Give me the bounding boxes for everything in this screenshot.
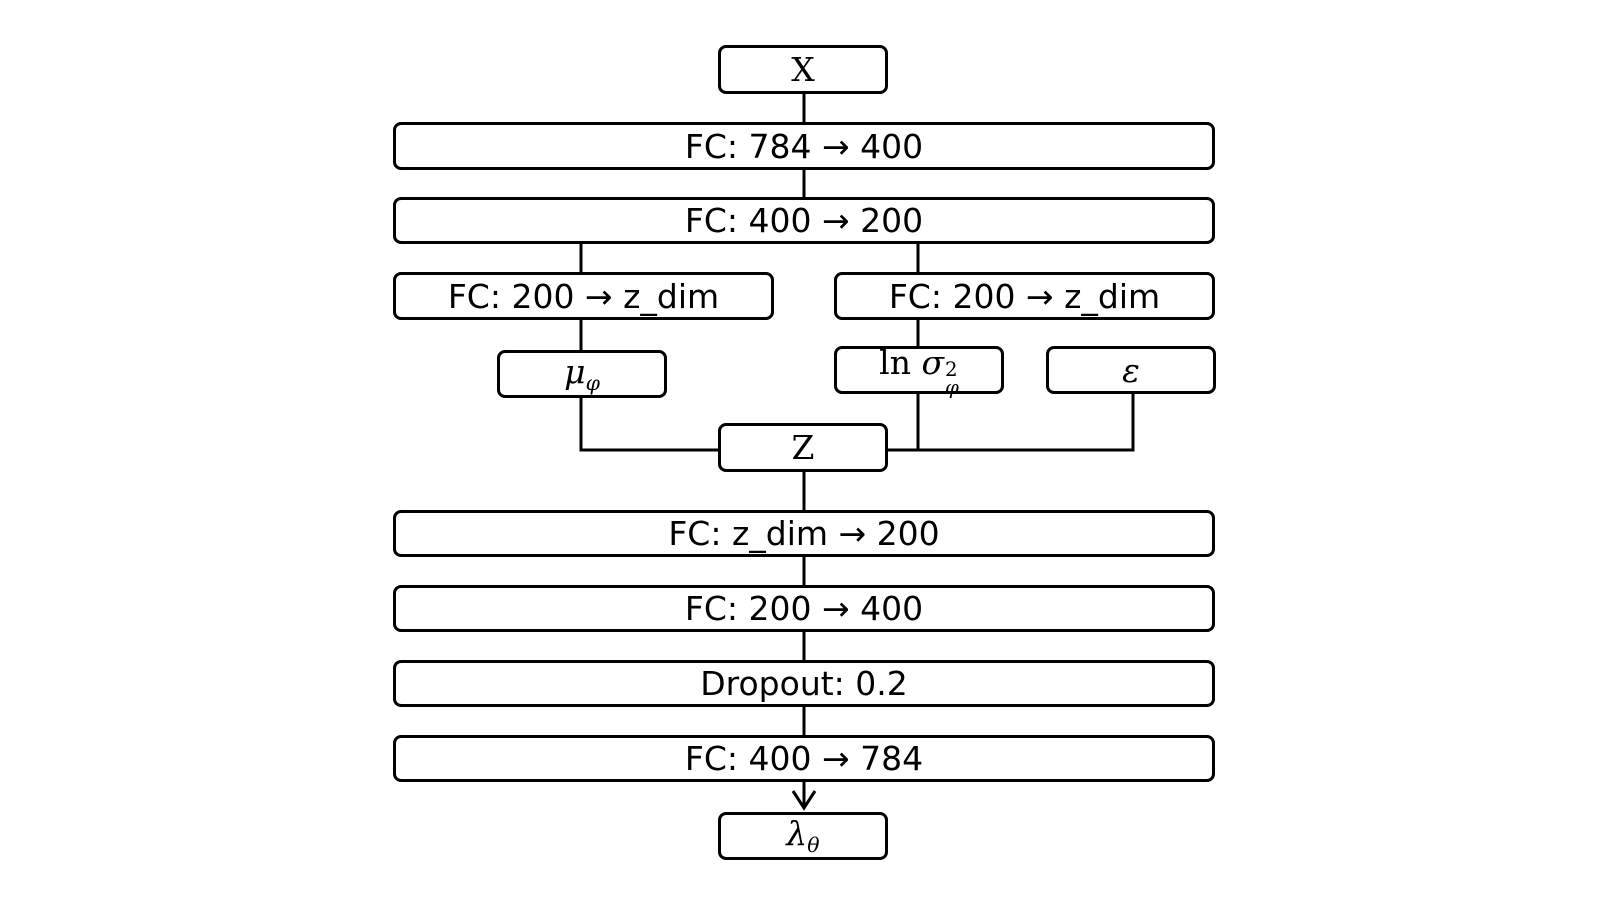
encoder-fc1-box: FC: 784 → 400 [393, 122, 1215, 170]
epsilon-symbol: ε [1122, 350, 1140, 390]
decoder-fc1-label: FC: z_dim → 200 [668, 514, 940, 553]
mu-head-label: FC: 200 → z_dim [447, 276, 720, 316]
decoder-fc1-box: FC: z_dim → 200 [393, 510, 1215, 557]
decoder-fc3-label: FC: 400 → 784 [684, 739, 924, 778]
edge-mu-z [579, 398, 718, 452]
input-x-box: X [718, 45, 888, 94]
lambda-symbol: λθ [786, 814, 820, 858]
logvar-head-label: FC: 200 → z_dim [888, 276, 1161, 316]
encoder-fc2-box: FC: 400 → 200 [393, 197, 1215, 244]
decoder-fc2-box: FC: 200 → 400 [393, 585, 1215, 632]
noise-epsilon-box: ε [1046, 346, 1216, 394]
arrowhead-output [791, 790, 817, 811]
edge-eps-z [887, 394, 1135, 452]
mu-head-box: FC: 200 → z_dim [393, 272, 774, 320]
decoder-dropout-box: Dropout: 0.2 [393, 660, 1215, 707]
output-lambda-box: λθ [718, 812, 888, 860]
mu-symbol: μφ [564, 352, 600, 396]
decoder-fc3-box: FC: 400 → 784 [393, 735, 1215, 782]
logvar-head-box: FC: 200 → z_dim [834, 272, 1215, 320]
decoder-fc2-label: FC: 200 → 400 [684, 589, 924, 628]
input-x-label: X [791, 50, 815, 89]
latent-z-label: Z [791, 428, 815, 467]
mu-param-box: μφ [497, 350, 667, 398]
encoder-fc2-label: FC: 400 → 200 [684, 201, 924, 240]
latent-z-box: Z [718, 423, 888, 472]
decoder-dropout-label: Dropout: 0.2 [700, 664, 908, 703]
encoder-fc1-label: FC: 784 → 400 [684, 126, 924, 166]
